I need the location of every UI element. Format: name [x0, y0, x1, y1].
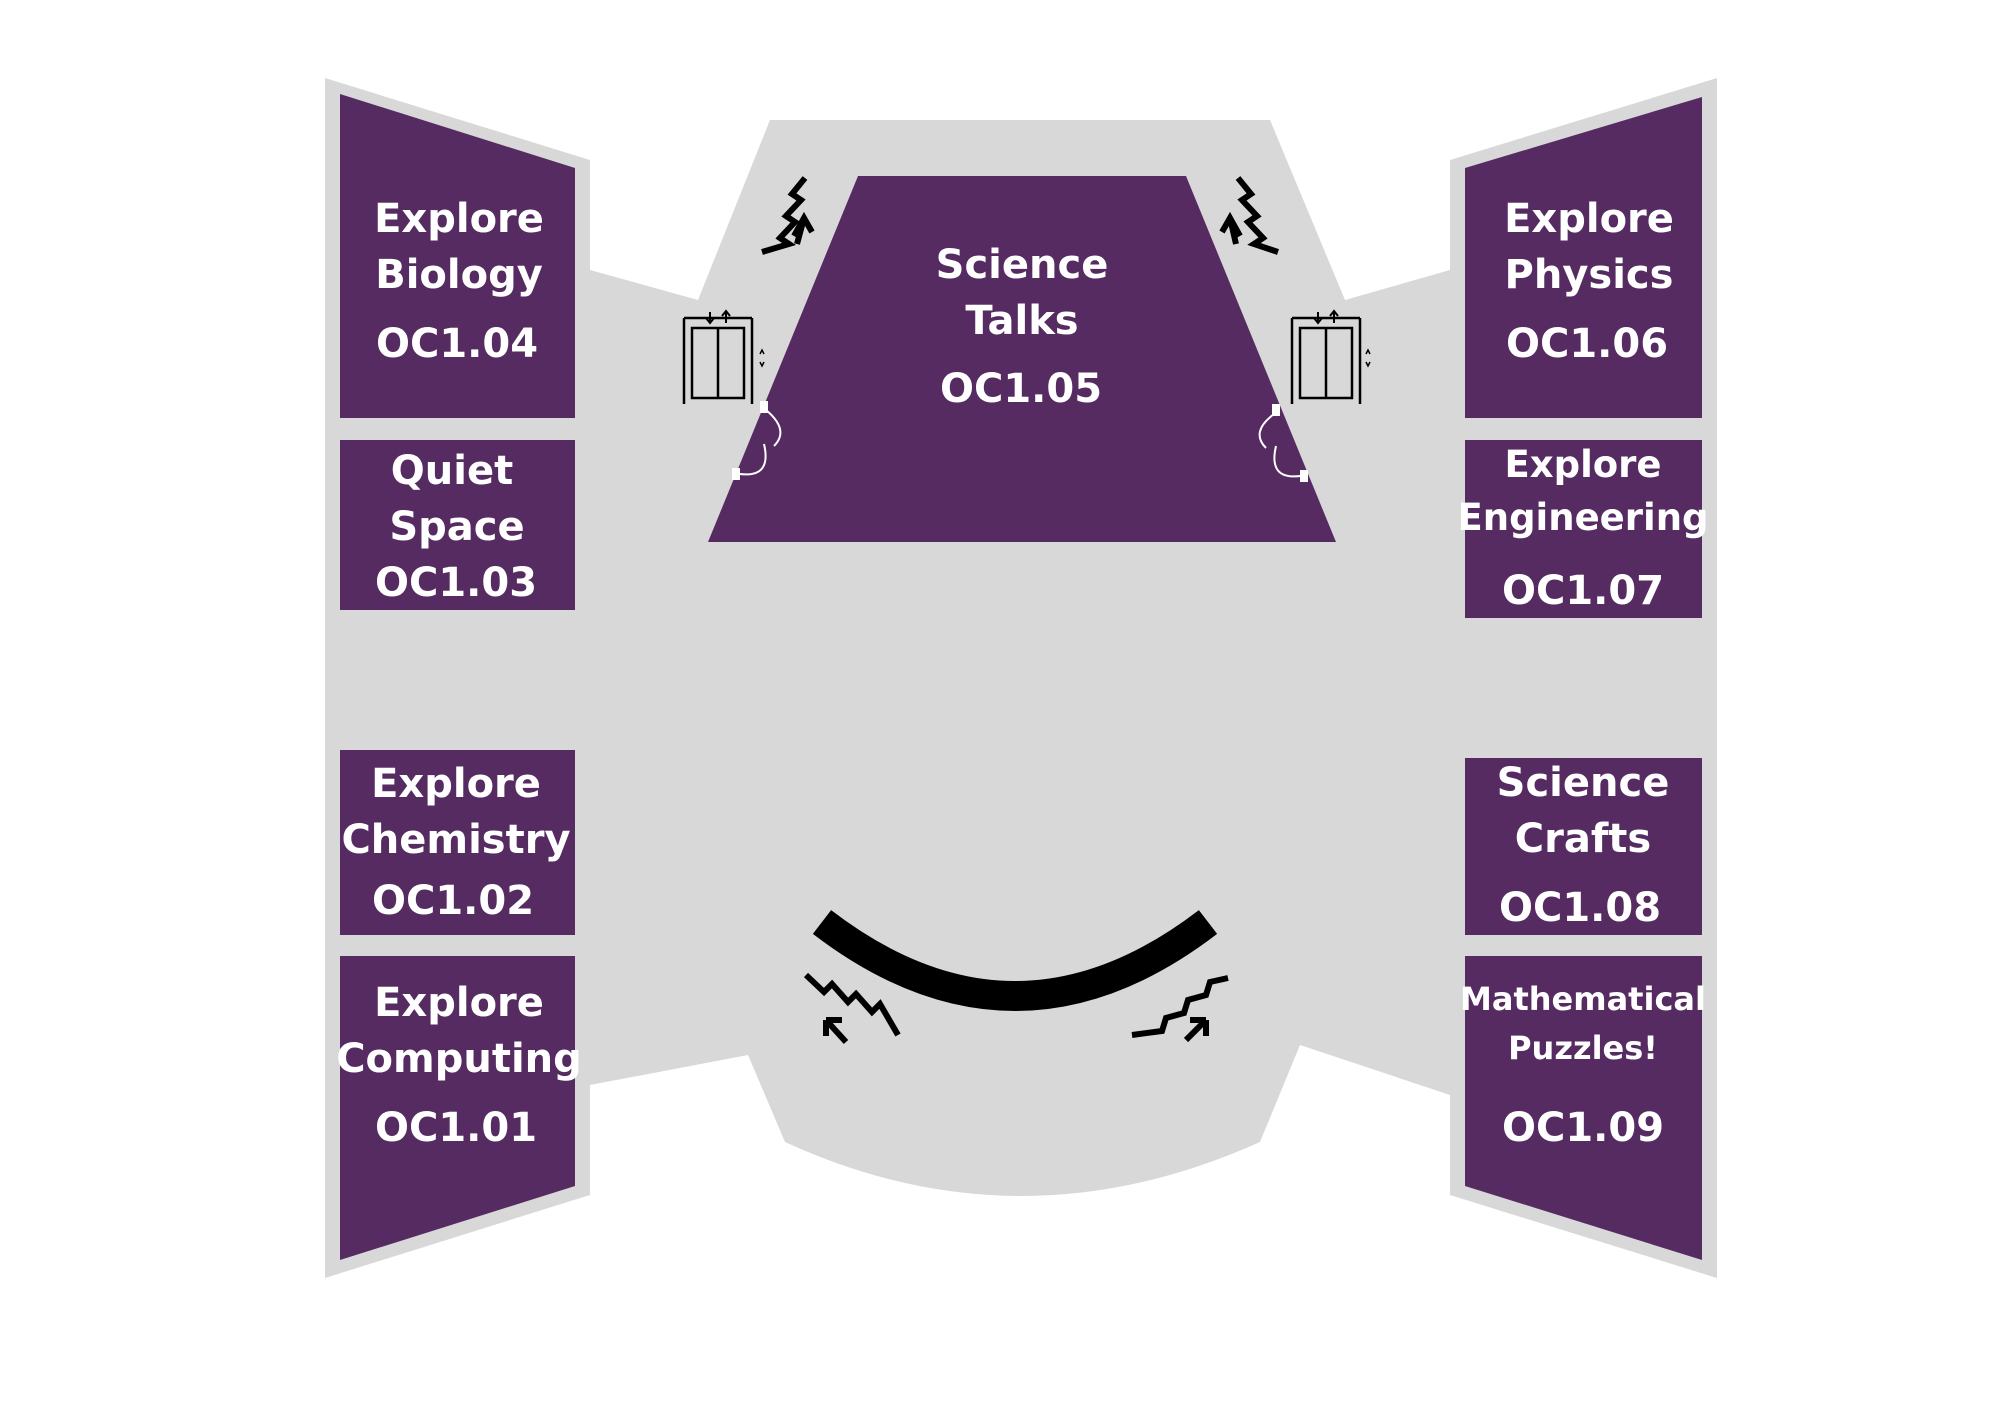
room-oc1-08[interactable]: [1465, 758, 1702, 935]
room-oc1-06-line1: Explore: [1504, 196, 1674, 242]
room-oc1-06[interactable]: [1465, 97, 1702, 418]
room-oc1-02[interactable]: [340, 750, 575, 935]
room-oc1-08-line2: Crafts: [1515, 816, 1651, 862]
floor-area: [325, 78, 1717, 1278]
room-oc1-07[interactable]: [1465, 440, 1702, 618]
room-oc1-04[interactable]: [340, 94, 575, 418]
room-oc1-05-line2: Talks: [965, 298, 1078, 344]
room-oc1-05-line1: Science: [936, 242, 1109, 288]
room-oc1-02-line2: Chemistry: [341, 817, 570, 863]
room-oc1-09-code: OC1.09: [1502, 1105, 1664, 1151]
room-oc1-08-code: OC1.08: [1499, 885, 1661, 931]
stairs-icon: [1219, 176, 1279, 255]
room-oc1-09-line2: Puzzles!: [1508, 1029, 1658, 1067]
room-oc1-09[interactable]: [1465, 956, 1702, 1260]
elevator-icon: [1290, 309, 1371, 404]
room-oc1-04-line2: Biology: [375, 252, 543, 298]
room-oc1-06-line2: Physics: [1505, 252, 1674, 298]
room-oc1-03[interactable]: [340, 440, 575, 610]
curved-balcony: [812, 910, 1218, 1011]
room-oc1-05[interactable]: [708, 176, 1336, 542]
room-oc1-04-line1: Explore: [374, 196, 544, 242]
room-labels: Explore Biology OC1.04 Quiet Space OC1.0…: [336, 196, 1708, 1151]
rooms: [340, 94, 1702, 1260]
door-icon: [1258, 404, 1308, 482]
room-oc1-03-line1: Quiet: [391, 448, 513, 494]
room-oc1-01-line1: Explore: [374, 980, 544, 1026]
stairs-icon: [761, 176, 815, 255]
room-oc1-06-code: OC1.06: [1506, 321, 1668, 367]
room-oc1-04-code: OC1.04: [376, 321, 538, 367]
room-oc1-07-line2: Engineering: [1457, 496, 1708, 539]
room-oc1-02-code: OC1.02: [372, 878, 534, 924]
elevator-icon: [682, 309, 765, 404]
room-oc1-07-line1: Explore: [1504, 443, 1661, 486]
room-oc1-03-line2: Space: [389, 504, 524, 550]
room-oc1-07-code: OC1.07: [1502, 568, 1664, 614]
door-icon: [732, 401, 782, 480]
room-oc1-03-code: OC1.03: [375, 560, 537, 606]
room-oc1-01[interactable]: [340, 956, 575, 1260]
room-oc1-01-code: OC1.01: [375, 1105, 537, 1151]
room-oc1-05-code: OC1.05: [940, 366, 1102, 412]
room-oc1-08-line1: Science: [1497, 760, 1670, 806]
stairs-icon: [803, 972, 901, 1045]
room-oc1-01-line2: Computing: [336, 1036, 582, 1082]
room-oc1-02-line1: Explore: [371, 761, 541, 807]
room-oc1-09-line1: Mathematical: [1460, 980, 1706, 1018]
stairs-icon: [1131, 975, 1229, 1043]
